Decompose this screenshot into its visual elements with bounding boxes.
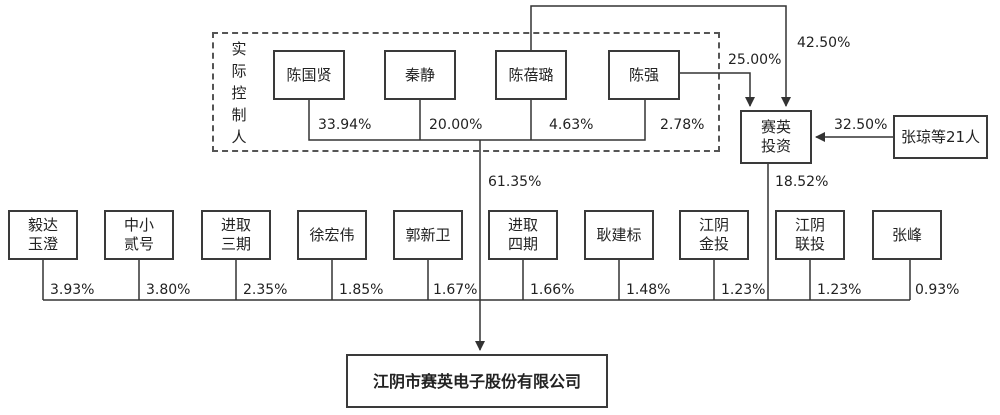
controller-group-frame bbox=[212, 32, 720, 152]
shareholder-box: 进取 四期 bbox=[488, 210, 558, 260]
shareholder-pct: 1.48% bbox=[626, 282, 671, 298]
chen-qiang-to-saiying-arrow bbox=[680, 72, 755, 107]
controller-chen-beilu: 陈蓓璐 bbox=[495, 50, 567, 100]
chen-qiang-to-saiying-pct: 25.00% bbox=[728, 52, 782, 68]
saiying-to-company-pct: 18.52% bbox=[775, 174, 829, 190]
shareholder-pct: 1.23% bbox=[721, 282, 766, 298]
shareholder-box: 张峰 bbox=[872, 210, 942, 260]
shareholder-box: 毅达 玉澄 bbox=[8, 210, 78, 260]
shareholder-pct: 3.80% bbox=[146, 282, 191, 298]
zhang-qiong-to-saiying-pct: 32.50% bbox=[834, 117, 888, 133]
shareholder-pct: 1.85% bbox=[339, 282, 384, 298]
chen-beilu-pct: 4.63% bbox=[549, 117, 594, 133]
group-total-pct: 61.35% bbox=[488, 174, 542, 190]
shareholder-box: 中小 贰号 bbox=[104, 210, 174, 260]
shareholder-pct: 1.67% bbox=[433, 282, 478, 298]
shareholder-box: 徐宏伟 bbox=[297, 210, 367, 260]
chen-beilu-to-saiying-pct: 42.50% bbox=[797, 35, 851, 51]
shareholder-box: 耿建标 bbox=[584, 210, 654, 260]
controller-chen-guoxian: 陈国贤 bbox=[273, 50, 345, 100]
zhang-qiong-et-al: 张琼等21人 bbox=[893, 115, 988, 159]
chen-beilu-to-saiying-arrow bbox=[530, 5, 791, 107]
shareholder-box: 江阴 金投 bbox=[679, 210, 749, 260]
controller-qin-jing: 秦静 bbox=[384, 50, 456, 100]
shareholder-box: 进取 三期 bbox=[201, 210, 271, 260]
saiying-investment: 赛英 投资 bbox=[740, 110, 812, 164]
group-label: 实际控制人 bbox=[231, 40, 247, 146]
shareholder-box: 郭新卫 bbox=[393, 210, 463, 260]
chen-guoxian-pct: 33.94% bbox=[318, 117, 372, 133]
qin-jing-pct: 20.00% bbox=[429, 117, 483, 133]
shareholder-pct: 0.93% bbox=[915, 282, 960, 298]
company-box: 江阴市赛英电子股份有限公司 bbox=[346, 354, 608, 408]
shareholder-pct: 3.93% bbox=[50, 282, 95, 298]
shareholder-box: 江阴 联投 bbox=[775, 210, 845, 260]
shareholder-pct: 1.23% bbox=[817, 282, 862, 298]
shareholder-pct: 2.35% bbox=[243, 282, 288, 298]
chen-qiang-pct: 2.78% bbox=[660, 117, 705, 133]
shareholder-pct: 1.66% bbox=[530, 282, 575, 298]
controller-chen-qiang: 陈强 bbox=[608, 50, 680, 100]
controller-bracket-line bbox=[308, 100, 646, 141]
